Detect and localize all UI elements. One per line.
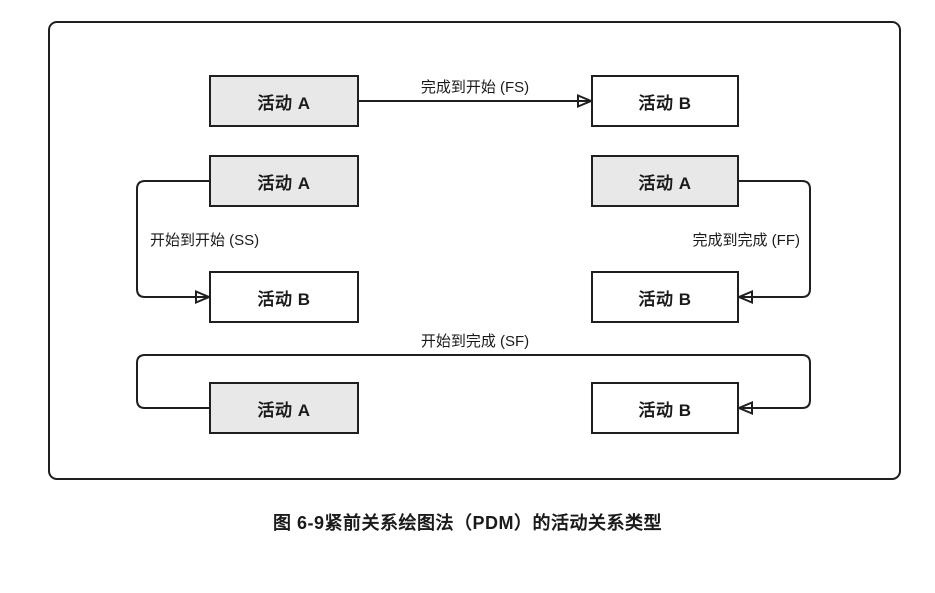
ss-arrow	[136, 180, 212, 305]
fs-relationship-label: 完成到开始 (FS)	[420, 79, 530, 96]
activity-a-box-fs: 活动 A	[209, 75, 359, 127]
activity-b-box-sf: 活动 B	[591, 382, 739, 434]
figure-caption: 图 6-9紧前关系绘图法（PDM）的活动关系类型	[272, 513, 662, 533]
activity-b-box-ff: 活动 B	[591, 271, 739, 323]
activity-b-box-fs: 活动 B	[591, 75, 739, 127]
activity-a-box-sf: 活动 A	[209, 382, 359, 434]
ff-relationship-label: 完成到完成 (FF)	[692, 232, 800, 249]
activity-b-label: 活动 B	[638, 93, 692, 113]
ss-relationship-label: 开始到开始 (SS)	[150, 232, 260, 249]
activity-a-label: 活动 A	[257, 93, 311, 113]
activity-b-label: 活动 B	[638, 289, 692, 309]
activity-a-label: 活动 A	[257, 400, 311, 420]
activity-b-box-ss: 活动 B	[209, 271, 359, 323]
diagram-frame	[48, 21, 901, 480]
sf-relationship-label: 开始到完成 (SF)	[420, 333, 530, 350]
sf-arrow	[136, 354, 811, 416]
activity-a-box-ss: 活动 A	[209, 155, 359, 207]
activity-a-box-ff: 活动 A	[591, 155, 739, 207]
activity-a-label: 活动 A	[257, 173, 311, 193]
activity-a-label: 活动 A	[638, 173, 692, 193]
activity-b-label: 活动 B	[257, 289, 311, 309]
activity-b-label: 活动 B	[638, 400, 692, 420]
ff-arrow	[736, 180, 811, 305]
